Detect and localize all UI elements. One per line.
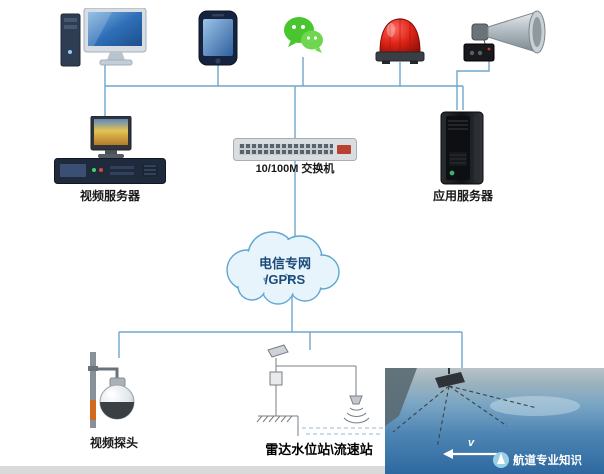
monitor-icon [88, 115, 134, 165]
app-server-label: 应用服务器 [432, 189, 493, 203]
camera-label: 视频探头 [89, 436, 138, 450]
cloud-label-line1: 电信专网 [259, 256, 311, 271]
cloud-shape: 电信专网 /GPRS [226, 231, 340, 305]
smartphone-icon [196, 10, 240, 71]
radar-sensor-icon [435, 372, 465, 388]
desktop-pc-icon [60, 7, 150, 75]
bottom-gray-strip [0, 466, 604, 474]
radar-station-drawing [248, 344, 390, 445]
tower-server-icon [437, 110, 487, 191]
switch-label: 10/100M 交换机 [255, 163, 335, 175]
rack-server-icon [54, 158, 166, 189]
loudspeaker-icon [462, 6, 557, 69]
velocity-label: v [468, 437, 475, 449]
network-switch-icon [233, 138, 357, 166]
water-scene-image: v 航道专业知识 [385, 368, 604, 474]
ptz-camera-icon [86, 352, 144, 437]
video-server-label: 视频服务器 [79, 189, 140, 203]
radar-station-label: 雷达水位站\流速站 [265, 442, 373, 457]
alarm-light-icon [374, 12, 426, 69]
flow-arrow [443, 449, 497, 459]
wechat-icon [281, 12, 326, 62]
watermark-text: 航道专业知识 [513, 453, 582, 467]
watermark-logo-icon [493, 452, 509, 468]
cloud-label-line2: /GPRS [265, 272, 306, 287]
